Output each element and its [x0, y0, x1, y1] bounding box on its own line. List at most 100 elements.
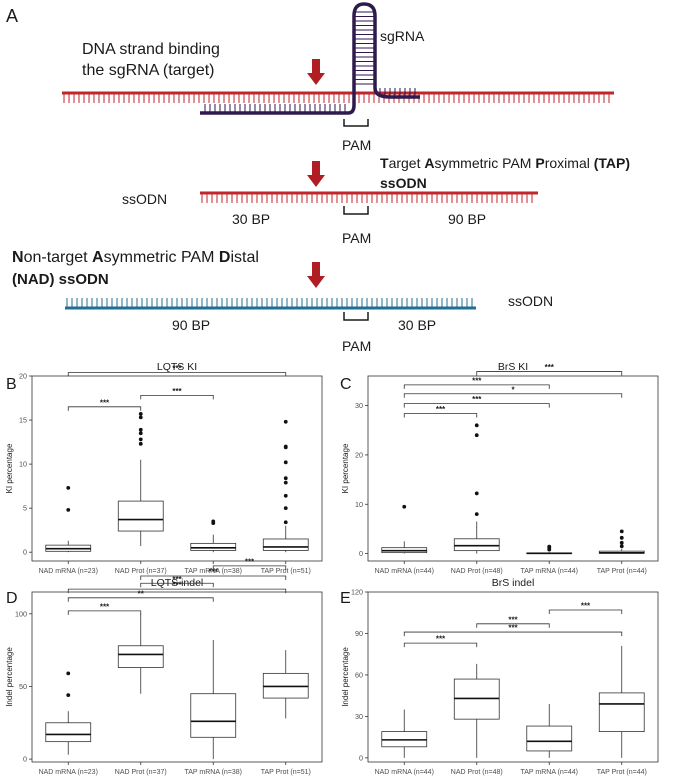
- sgrna-structure: [200, 2, 420, 115]
- significance-bracket: [403, 413, 478, 418]
- ssodn-label-tap: ssODN: [122, 191, 167, 207]
- outlier-point: [474, 433, 479, 438]
- y-axis-label: KI percentage: [341, 443, 350, 493]
- significance-label: ***: [545, 363, 555, 372]
- y-tick-label: 0: [359, 753, 363, 762]
- plot-frame: [367, 375, 659, 562]
- outlier-point: [138, 431, 143, 436]
- chart-title: BrS KI: [498, 361, 528, 373]
- significance-bracket: [403, 642, 478, 648]
- x-tick-label: TAP Prot (n=51): [261, 769, 311, 776]
- outlier-point: [474, 491, 479, 496]
- significance-label: ***: [436, 635, 446, 644]
- significance-label: ***: [209, 568, 219, 577]
- outlier-point: [619, 535, 624, 540]
- significance-bracket: [476, 371, 623, 376]
- significance-label: ***: [172, 575, 182, 584]
- outlier-point: [138, 411, 143, 416]
- outlier-point: [138, 437, 143, 442]
- significance-label: ***: [172, 364, 182, 373]
- significance-bracket: [403, 403, 550, 408]
- outlier-point: [138, 441, 143, 446]
- tap-90bp-label: 90 BP: [448, 211, 486, 227]
- nad-90bp-label: 90 BP: [172, 317, 210, 333]
- panel-label-c: C: [340, 376, 352, 393]
- significance-label: ***: [508, 624, 518, 633]
- outlier-point: [474, 423, 479, 428]
- ssodn-label-nad: ssODN: [508, 293, 553, 309]
- x-tick-label: NAD Prot (n=48): [451, 769, 503, 776]
- box: [453, 538, 500, 552]
- nad-ssodn-strand: [65, 298, 476, 310]
- y-axis-label: KI percentage: [5, 443, 14, 493]
- y-tick-label: 20: [19, 372, 27, 381]
- y-tick-label: 100: [15, 609, 27, 618]
- box: [45, 722, 92, 743]
- outlier-point: [283, 419, 288, 424]
- panel-label-b: B: [6, 376, 17, 393]
- y-tick-label: 0: [23, 755, 27, 764]
- significance-label: **: [138, 589, 145, 598]
- nad-title-line1: Non-target Asymmetric PAM Distal: [12, 249, 259, 266]
- outlier-point: [211, 519, 216, 524]
- outlier-point: [66, 693, 71, 698]
- y-tick-label: 120: [351, 588, 363, 597]
- significance-label: ***: [581, 601, 591, 610]
- significance-label: ***: [472, 376, 482, 385]
- tap-title-line2: ssODN: [380, 175, 427, 191]
- pam-label-2: PAM: [342, 230, 371, 246]
- box: [117, 645, 164, 668]
- y-tick-label: 60: [355, 670, 363, 679]
- x-tick-label: NAD mRNA (n=23): [39, 568, 98, 575]
- significance-label: ***: [472, 395, 482, 404]
- x-tick-label: NAD mRNA (n=23): [39, 769, 98, 776]
- target-dna-strand: [62, 91, 614, 103]
- outlier-point: [283, 493, 288, 498]
- plot-frame: [367, 591, 659, 763]
- y-tick-label: 0: [23, 548, 27, 557]
- outlier-point: [66, 508, 71, 512]
- tap-30bp-label: 30 BP: [232, 211, 270, 227]
- significance-label: ***: [172, 387, 182, 396]
- y-tick-label: 0: [359, 549, 363, 558]
- y-tick-label: 90: [355, 629, 363, 638]
- y-tick-label: 50: [19, 682, 27, 691]
- chart-title: BrS indel: [492, 577, 535, 589]
- y-tick-label: 30: [355, 712, 363, 721]
- y-tick-label: 15: [19, 416, 27, 425]
- tap-title-line1: Target Asymmetric PAM Proximal (TAP): [380, 155, 630, 171]
- panel-label-a: A: [6, 6, 18, 26]
- cut-site-arrow-2: [307, 161, 325, 187]
- significance-bracket: [403, 384, 550, 389]
- significance-bracket: [140, 575, 287, 581]
- x-tick-label: TAP Prot (n=44): [597, 568, 647, 575]
- y-tick-label: 10: [19, 460, 27, 469]
- outlier-point: [66, 485, 71, 490]
- significance-bracket: [212, 565, 287, 570]
- nad-title-line2: (NAD) ssODN: [12, 271, 109, 288]
- box: [526, 725, 573, 752]
- significance-label: ***: [172, 581, 182, 590]
- significance-bracket: [403, 393, 623, 398]
- significance-bracket: [67, 588, 287, 594]
- pam-label-3: PAM: [342, 338, 371, 354]
- outlier-point: [619, 529, 624, 534]
- nad-30bp-label: 30 BP: [398, 317, 436, 333]
- x-tick-label: NAD Prot (n=37): [115, 769, 167, 776]
- box: [190, 693, 237, 738]
- tap-ssodn-strand: [200, 191, 538, 203]
- significance-label: ***: [100, 398, 110, 407]
- y-tick-label: 5: [23, 504, 27, 513]
- significance-label: ***: [436, 405, 446, 414]
- y-tick-label: 30: [355, 401, 363, 410]
- box: [117, 500, 164, 532]
- significance-bracket: [548, 609, 623, 614]
- outlier-point: [474, 512, 479, 517]
- plot-frame: [31, 375, 323, 562]
- outlier-point: [138, 427, 143, 432]
- x-tick-label: NAD mRNA (n=44): [375, 769, 434, 776]
- target-strand-label-line1: DNA strand binding: [82, 41, 220, 58]
